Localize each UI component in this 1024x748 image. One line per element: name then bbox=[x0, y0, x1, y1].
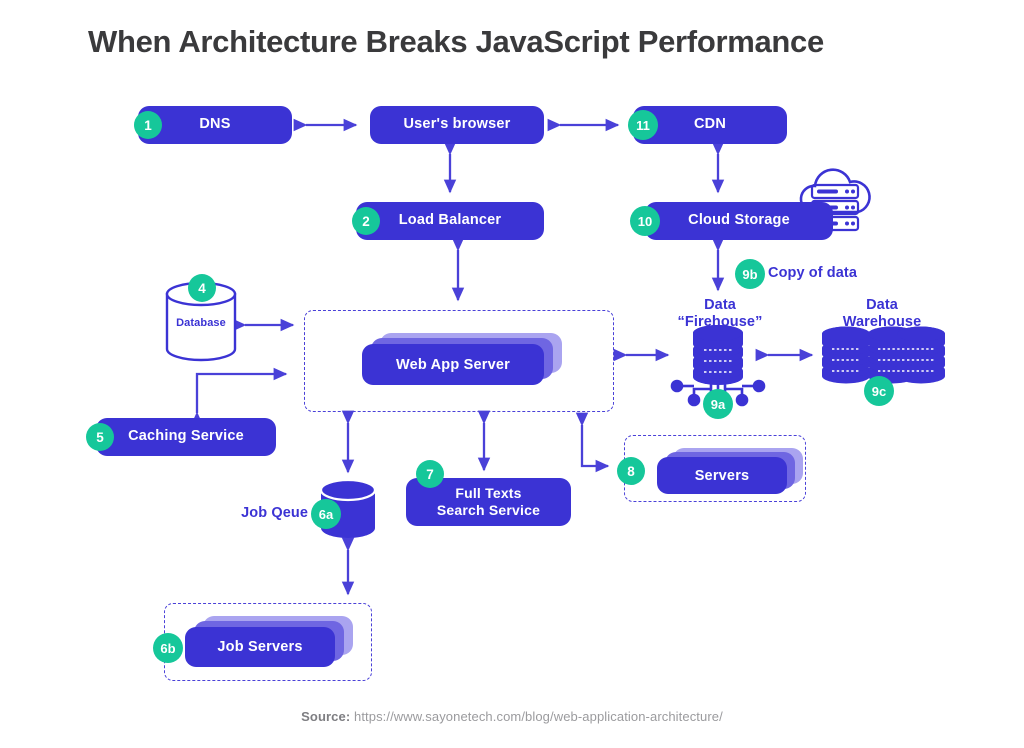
badge-database: 4 bbox=[188, 274, 216, 302]
node-user-browser[interactable]: User's browser bbox=[370, 106, 544, 144]
node-servers-label: Servers bbox=[694, 467, 750, 484]
copy-of-data-label: Copy of data bbox=[768, 265, 858, 281]
node-servers[interactable]: Servers bbox=[657, 448, 807, 496]
badge-data-warehouse: 9c bbox=[864, 376, 894, 406]
node-dns-label: DNS bbox=[199, 116, 231, 133]
node-web-app-server[interactable]: Web App Server bbox=[362, 333, 562, 385]
stack-layer-front: Job Servers bbox=[185, 627, 335, 667]
badge-job-servers: 6b bbox=[153, 633, 183, 663]
node-cloud-storage[interactable]: Cloud Storage bbox=[645, 202, 833, 240]
badge-load-balancer: 2 bbox=[352, 207, 380, 235]
arrow-webapp-servers-elbow bbox=[575, 412, 610, 473]
node-full-text-search-line2: Search Service bbox=[436, 502, 541, 518]
data-firehouse-line1: Data bbox=[704, 297, 736, 313]
arrow-database-caching-elbow bbox=[190, 367, 288, 426]
node-cloud-storage-label: Cloud Storage bbox=[688, 212, 790, 229]
node-load-balancer[interactable]: Load Balancer bbox=[356, 202, 544, 240]
badge-job-queue: 6a bbox=[311, 499, 341, 529]
stack-layer-front: Web App Server bbox=[362, 344, 544, 385]
source-label: Source: bbox=[301, 709, 351, 724]
node-caching-service[interactable]: Caching Service bbox=[96, 418, 276, 456]
node-caching-service-label: Caching Service bbox=[128, 428, 244, 445]
source-line: Source: https://www.sayonetech.com/blog/… bbox=[0, 709, 1024, 724]
node-full-text-search-line1: Full Texts bbox=[455, 485, 522, 502]
badge-caching-service: 5 bbox=[86, 423, 114, 451]
node-job-queue-label: Job Qeue bbox=[241, 505, 308, 521]
data-warehouse-line2: Warehouse bbox=[842, 314, 922, 331]
node-data-warehouse-label: Data Warehouse bbox=[820, 297, 944, 331]
page-title: When Architecture Breaks JavaScript Perf… bbox=[88, 24, 824, 59]
node-job-servers-label: Job Servers bbox=[217, 639, 303, 655]
node-data-firehouse-label: Data “Firehouse” bbox=[660, 297, 780, 331]
stack-layer-front: Servers bbox=[657, 457, 787, 494]
badge-data-firehouse: 9a bbox=[703, 389, 733, 419]
triple-database-stack-icon bbox=[822, 326, 945, 384]
badge-dns: 1 bbox=[134, 111, 162, 139]
node-job-servers[interactable]: Job Servers bbox=[185, 616, 360, 668]
node-cdn[interactable]: CDN bbox=[633, 106, 787, 144]
node-user-browser-label: User's browser bbox=[403, 116, 511, 133]
source-url: https://www.sayonetech.com/blog/web-appl… bbox=[353, 709, 723, 724]
badge-cloud-storage: 10 bbox=[630, 206, 660, 236]
node-cdn-label: CDN bbox=[693, 116, 726, 133]
node-web-app-server-label: Web App Server bbox=[396, 356, 510, 373]
badge-full-text-search: 7 bbox=[416, 460, 444, 488]
badge-copy-of-data: 9b bbox=[735, 259, 765, 289]
data-firehouse-line2: “Firehouse” bbox=[677, 314, 763, 331]
badge-servers: 8 bbox=[617, 457, 645, 485]
web-app-server-container bbox=[304, 310, 614, 412]
data-warehouse-line1: Data bbox=[866, 297, 898, 313]
badge-cdn: 11 bbox=[628, 110, 658, 140]
node-database-label: Database bbox=[176, 317, 226, 329]
node-dns[interactable]: DNS bbox=[138, 106, 292, 144]
node-load-balancer-label: Load Balancer bbox=[398, 212, 502, 229]
